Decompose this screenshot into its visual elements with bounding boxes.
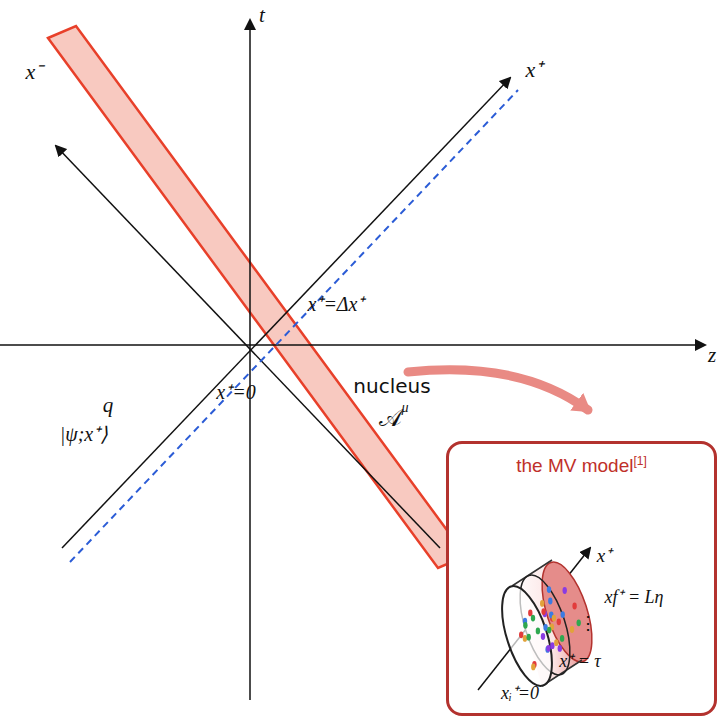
- color-charge: [547, 586, 551, 593]
- color-charge: [531, 664, 535, 671]
- color-charge: [561, 611, 565, 618]
- axis-label: x⁺: [526, 58, 543, 82]
- color-charge: [548, 598, 552, 605]
- inset-ground: [446, 441, 717, 716]
- line-label: x⁺=Δx⁺: [308, 293, 365, 315]
- color-charge: [552, 615, 556, 622]
- ellipsis-mark: ⋮: [579, 614, 597, 634]
- axis-label: x⁻: [26, 60, 43, 84]
- z-axis: [0, 344, 705, 346]
- color-charge: [570, 626, 574, 633]
- color-charge: [536, 628, 540, 635]
- color-charge: [519, 631, 523, 638]
- color-charge: [572, 603, 576, 610]
- nucleus-label: nucleus: [353, 375, 430, 397]
- xplus-axis: [62, 78, 510, 548]
- color-charge: [563, 587, 567, 594]
- nucleus-cylinder: [478, 548, 602, 692]
- color-charge: [546, 645, 550, 652]
- color-charge: [554, 639, 558, 646]
- color-charge: [531, 615, 535, 622]
- t-axis: [249, 20, 251, 700]
- color-charge: [557, 618, 561, 625]
- state-label: |ψ;x⁺⟩: [60, 423, 108, 445]
- slice-label: x⁺ = τ: [559, 652, 601, 672]
- field-index: μ: [401, 400, 408, 415]
- axis-label: x⁺: [597, 546, 611, 567]
- color-charge: [547, 627, 551, 634]
- color-charge: [560, 635, 564, 642]
- color-charge: [541, 608, 545, 615]
- axis-label: z: [708, 344, 716, 367]
- color-charge: [550, 642, 554, 649]
- color-charge: [540, 600, 544, 607]
- slice-label: xᵢ⁺=0: [501, 684, 539, 704]
- color-charge: [523, 622, 527, 629]
- pointer-arrow: [408, 370, 588, 410]
- citation-mark: [1]: [633, 454, 646, 468]
- color-charge: [523, 635, 527, 642]
- slice-label: xf⁺ = Lη: [604, 588, 663, 608]
- line-label: x⁺=0: [216, 381, 255, 403]
- xminus-axis: [56, 146, 440, 548]
- color-charge: [541, 633, 545, 640]
- nucleus-band: [48, 26, 466, 568]
- title-text: the MV model: [516, 455, 633, 476]
- color-charge: [558, 645, 562, 652]
- axis-label: t: [259, 4, 265, 27]
- color-charge: [527, 634, 531, 641]
- inset-box: the MV model[1]: [446, 441, 717, 716]
- inset-title: the MV model[1]: [449, 454, 714, 477]
- quark-label: q: [103, 394, 114, 417]
- field-symbol: 𝒜: [379, 405, 402, 431]
